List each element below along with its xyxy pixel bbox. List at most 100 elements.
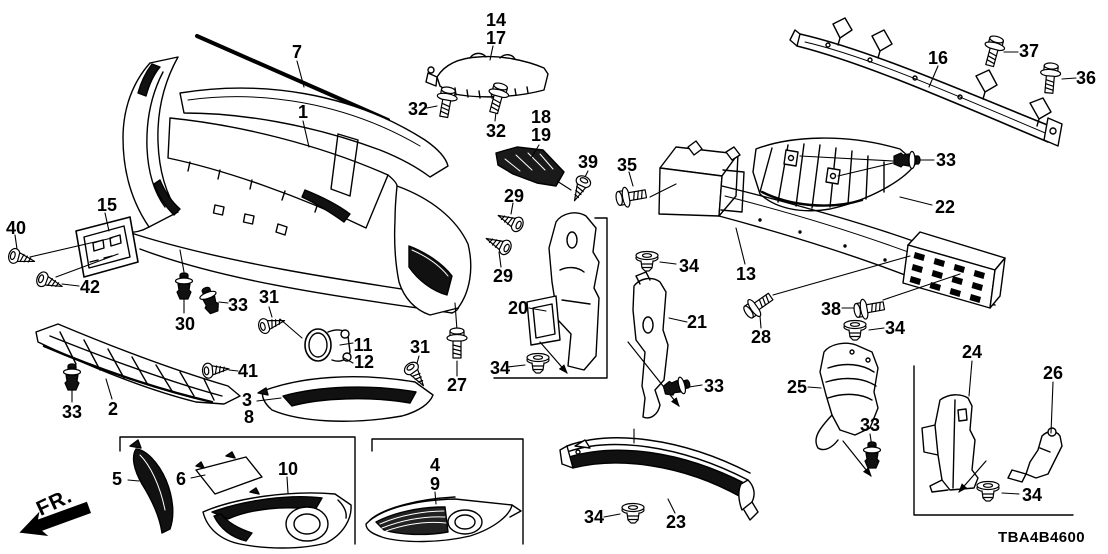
part-13-front-bumper-lower-beam — [658, 140, 1006, 309]
callout-27: 27 — [446, 375, 468, 395]
callout-33-d: 33 — [703, 376, 725, 396]
callout-7: 7 — [291, 42, 303, 62]
callout-33-b: 33 — [227, 295, 249, 315]
screw-42-icon — [34, 269, 66, 295]
bolt-27-icon — [446, 327, 468, 359]
callout-17: 17 — [485, 28, 507, 48]
bolt-37-icon — [979, 33, 1008, 69]
clip-34-icon — [976, 480, 1000, 502]
part-6-garnish-cover — [195, 451, 263, 495]
callout-5: 5 — [111, 469, 123, 489]
callout-34-a: 34 — [489, 358, 511, 378]
callout-4: 4 — [429, 455, 441, 475]
callout-24: 24 — [961, 342, 983, 362]
callout-38: 38 — [820, 299, 842, 319]
callout-12: 12 — [353, 352, 375, 372]
callout-30: 30 — [174, 314, 196, 334]
callout-8: 8 — [243, 407, 255, 427]
screw-39-icon — [567, 172, 594, 205]
part-23-front-air-spoiler — [559, 437, 759, 521]
clip-33-icon — [196, 284, 223, 316]
part-18-19-bumper-side-bracket — [495, 146, 565, 187]
clip-34-icon — [635, 250, 659, 272]
clip-30-icon — [174, 272, 194, 300]
callout-32-a: 32 — [407, 99, 429, 119]
part-22-beam-grille-cover — [752, 137, 917, 212]
clip-33-icon — [862, 441, 882, 469]
bolt-32-icon — [433, 84, 460, 120]
callout-29-a: 29 — [503, 186, 525, 206]
callout-31-b: 31 — [409, 337, 431, 357]
part-16-front-bumper-upper-beam — [789, 17, 1063, 147]
callout-23: 23 — [665, 512, 687, 532]
callout-26: 26 — [1042, 363, 1064, 383]
callout-1: 1 — [297, 102, 309, 122]
part-2-front-bumper-lower-grille — [35, 323, 241, 405]
callout-34-b: 34 — [678, 256, 700, 276]
detail-region-boxes — [119, 217, 1074, 545]
install-direction-arrows — [539, 341, 987, 493]
part-26-bumper-side-bracket — [1007, 427, 1063, 483]
callout-40: 40 — [5, 218, 27, 238]
part-5-garnish-trim — [129, 439, 174, 534]
callout-34-c: 34 — [884, 318, 906, 338]
callout-33-c: 33 — [61, 402, 83, 422]
screw-29-icon — [494, 208, 527, 235]
screw-29-icon — [482, 231, 515, 258]
callout-19: 19 — [530, 125, 552, 145]
callout-35: 35 — [616, 155, 638, 175]
clip-34-icon — [621, 502, 645, 524]
callout-28: 28 — [750, 327, 772, 347]
part-24-bumper-side-bracket — [921, 394, 979, 493]
callout-36: 36 — [1075, 68, 1097, 88]
callout-33-e: 33 — [859, 415, 881, 435]
part-21-bumper-side-spacer — [632, 271, 669, 419]
part-1-front-bumper-face — [122, 56, 472, 316]
part-20-bumper-side-duct — [526, 212, 600, 371]
callout-41: 41 — [237, 361, 259, 381]
bolt-38-icon — [851, 295, 887, 322]
callout-18: 18 — [530, 107, 552, 127]
bolt-28-icon — [739, 287, 777, 323]
clip-33-icon — [893, 150, 921, 170]
callout-25: 25 — [786, 377, 808, 397]
callout-6: 6 — [175, 469, 187, 489]
callout-33-a: 33 — [935, 150, 957, 170]
callout-3: 3 — [241, 390, 253, 410]
callout-2: 2 — [107, 399, 119, 419]
callout-34-d: 34 — [1021, 485, 1043, 505]
callout-39: 39 — [577, 152, 599, 172]
part-4-9-fog-light-garnish-left — [365, 496, 522, 543]
callout-16: 16 — [927, 48, 949, 68]
callout-10: 10 — [277, 459, 299, 479]
callout-42: 42 — [79, 277, 101, 297]
screw-41-icon — [201, 360, 231, 380]
callout-20: 20 — [507, 298, 529, 318]
callout-29-b: 29 — [492, 266, 514, 286]
callout-22: 22 — [934, 197, 956, 217]
screw-40-icon — [6, 246, 38, 270]
clip-33-icon — [62, 363, 82, 391]
callout-31-a: 31 — [258, 287, 280, 307]
callout-13: 13 — [735, 264, 757, 284]
clip-34-icon — [843, 319, 867, 341]
part-11-12-fog-light-bracket — [304, 328, 352, 362]
part-25-fog-light-bracket — [815, 342, 879, 451]
diagram-part-code: TBA4B4600 — [998, 529, 1085, 546]
callout-34-e: 34 — [583, 507, 605, 527]
callout-9: 9 — [429, 474, 441, 494]
part-3-8-fog-light-garnish-left — [257, 376, 434, 422]
callout-15: 15 — [96, 195, 118, 215]
callout-21: 21 — [686, 312, 708, 332]
bolt-35-icon — [613, 183, 649, 210]
clip-33-icon — [661, 374, 693, 399]
fr-arrow-icon — [19, 501, 92, 537]
callout-11: 11 — [353, 335, 373, 355]
clip-34-icon — [526, 352, 550, 374]
bolt-36-icon — [1038, 61, 1063, 95]
callout-14: 14 — [485, 10, 507, 30]
callout-32-b: 32 — [485, 121, 507, 141]
part-15-license-plate-bracket — [75, 216, 139, 278]
